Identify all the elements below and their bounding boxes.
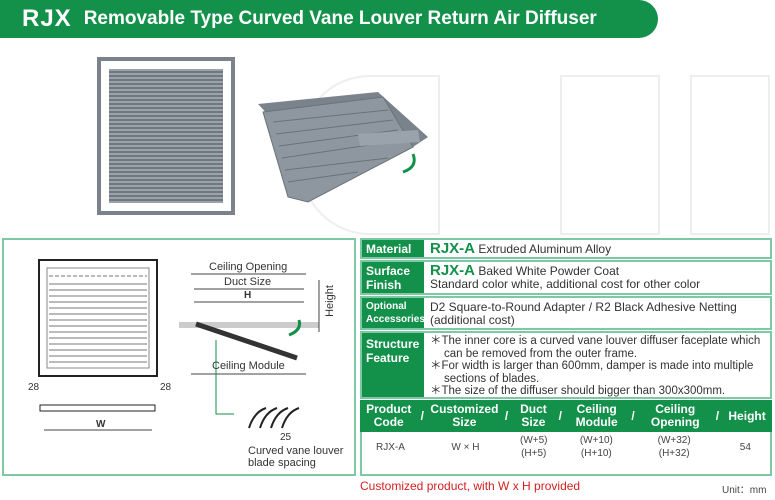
unit-label: Unit：mm — [722, 485, 767, 496]
header-ceiling-module: Module — [575, 415, 618, 429]
spec-text: Baked White Powder Coat — [478, 264, 620, 278]
feature-item: ＊For width is larger than 600mm, damper … — [430, 360, 754, 372]
header-product-code: Product — [366, 402, 412, 416]
feature-item: can be removed from the outer frame. — [444, 347, 638, 360]
header-ceiling-module: Ceiling — [576, 402, 617, 416]
spec-text: D2 Square-to-Round Adapter / R2 Black Ad… — [430, 300, 737, 314]
dim-right-label: 28 — [160, 382, 172, 393]
spec-text: Extruded Aluminum Alloy — [478, 242, 612, 256]
header-product-code: Code — [373, 415, 404, 429]
dim-left-label: 28 — [28, 382, 40, 393]
grille-open-photo — [258, 92, 428, 203]
header-ceiling-opening: Ceiling — [655, 402, 696, 416]
header-duct-size: Size — [521, 415, 546, 429]
spec-material: Material RJX-A Extruded Aluminum Alloy — [360, 238, 772, 259]
cell-height: 54 — [739, 442, 751, 453]
feature-item: ＊The inner core is a curved vane louver … — [430, 335, 761, 347]
w-label: W — [96, 419, 106, 430]
cell-customized-size: W × H — [451, 442, 480, 453]
ceiling-module-label: Ceiling Module — [212, 360, 285, 372]
header-height: Height — [728, 408, 766, 423]
spec-label: Optional — [366, 301, 407, 312]
feature-item: ＊The size of the diffuser should bigger … — [430, 385, 726, 397]
background-decoration — [560, 75, 660, 235]
cell-ceiling-module: (H+10) — [580, 448, 612, 459]
dimension-diagram: Ceiling Opening Duct Size H Height Ceili… — [2, 238, 356, 476]
cell-product-code: RJX-A — [376, 442, 405, 453]
header-ceiling-opening: Opening — [650, 415, 700, 429]
spec-text: (additional cost) — [430, 313, 515, 327]
spec-label: Finish — [366, 277, 402, 292]
page-title: Removable Type Curved Vane Louver Return… — [83, 8, 597, 29]
separator: / — [631, 408, 635, 423]
spec-code: RJX-A — [430, 240, 476, 257]
h-label: H — [244, 290, 252, 301]
cell-duct-size: (H+5) — [521, 448, 547, 459]
grille-photo — [97, 57, 235, 215]
spacing-label: 25 — [280, 432, 292, 443]
header-customized-size: Size — [452, 415, 477, 429]
spec-code: RJX-A — [430, 262, 476, 279]
cell-ceiling-module: (W+10) — [579, 435, 613, 446]
title-banner: RJX Removable Type Curved Vane Louver Re… — [0, 0, 658, 38]
blade-caption-2: blade spacing — [248, 457, 316, 469]
cell-ceiling-opening: (H+32) — [658, 448, 690, 459]
blade-caption: Curved vane louver — [248, 445, 344, 457]
separator: / — [715, 408, 720, 423]
product-code: RJX — [22, 5, 72, 32]
ceiling-opening-label: Ceiling Opening — [209, 261, 288, 273]
spec-text: Standard color white, additional cost fo… — [430, 277, 701, 291]
separator: / — [420, 408, 424, 423]
feature-item: sections of blades. — [444, 372, 540, 385]
height-label: Height — [323, 285, 336, 317]
spec-label: Accessories — [366, 314, 425, 325]
spec-label: Structure — [366, 337, 420, 351]
background-decoration — [690, 75, 770, 235]
separator: / — [558, 408, 562, 423]
spec-label: Surface — [366, 263, 411, 278]
spec-label: Feature — [366, 351, 410, 365]
table-row: RJX-A W × H (W+5) (H+5) (W+10) (H+10) (W+3… — [360, 432, 772, 476]
separator: / — [504, 408, 509, 423]
header-duct-size: Duct — [520, 402, 547, 416]
header-customized-size: Customized — [430, 402, 499, 416]
cell-duct-size: (W+5) — [519, 435, 548, 446]
spec-label: Material — [362, 240, 424, 257]
duct-size-label: Duct Size — [224, 276, 272, 288]
customized-note: Customized product, with W x H provided — [360, 479, 581, 493]
cell-ceiling-opening: (W+32) — [657, 435, 691, 446]
